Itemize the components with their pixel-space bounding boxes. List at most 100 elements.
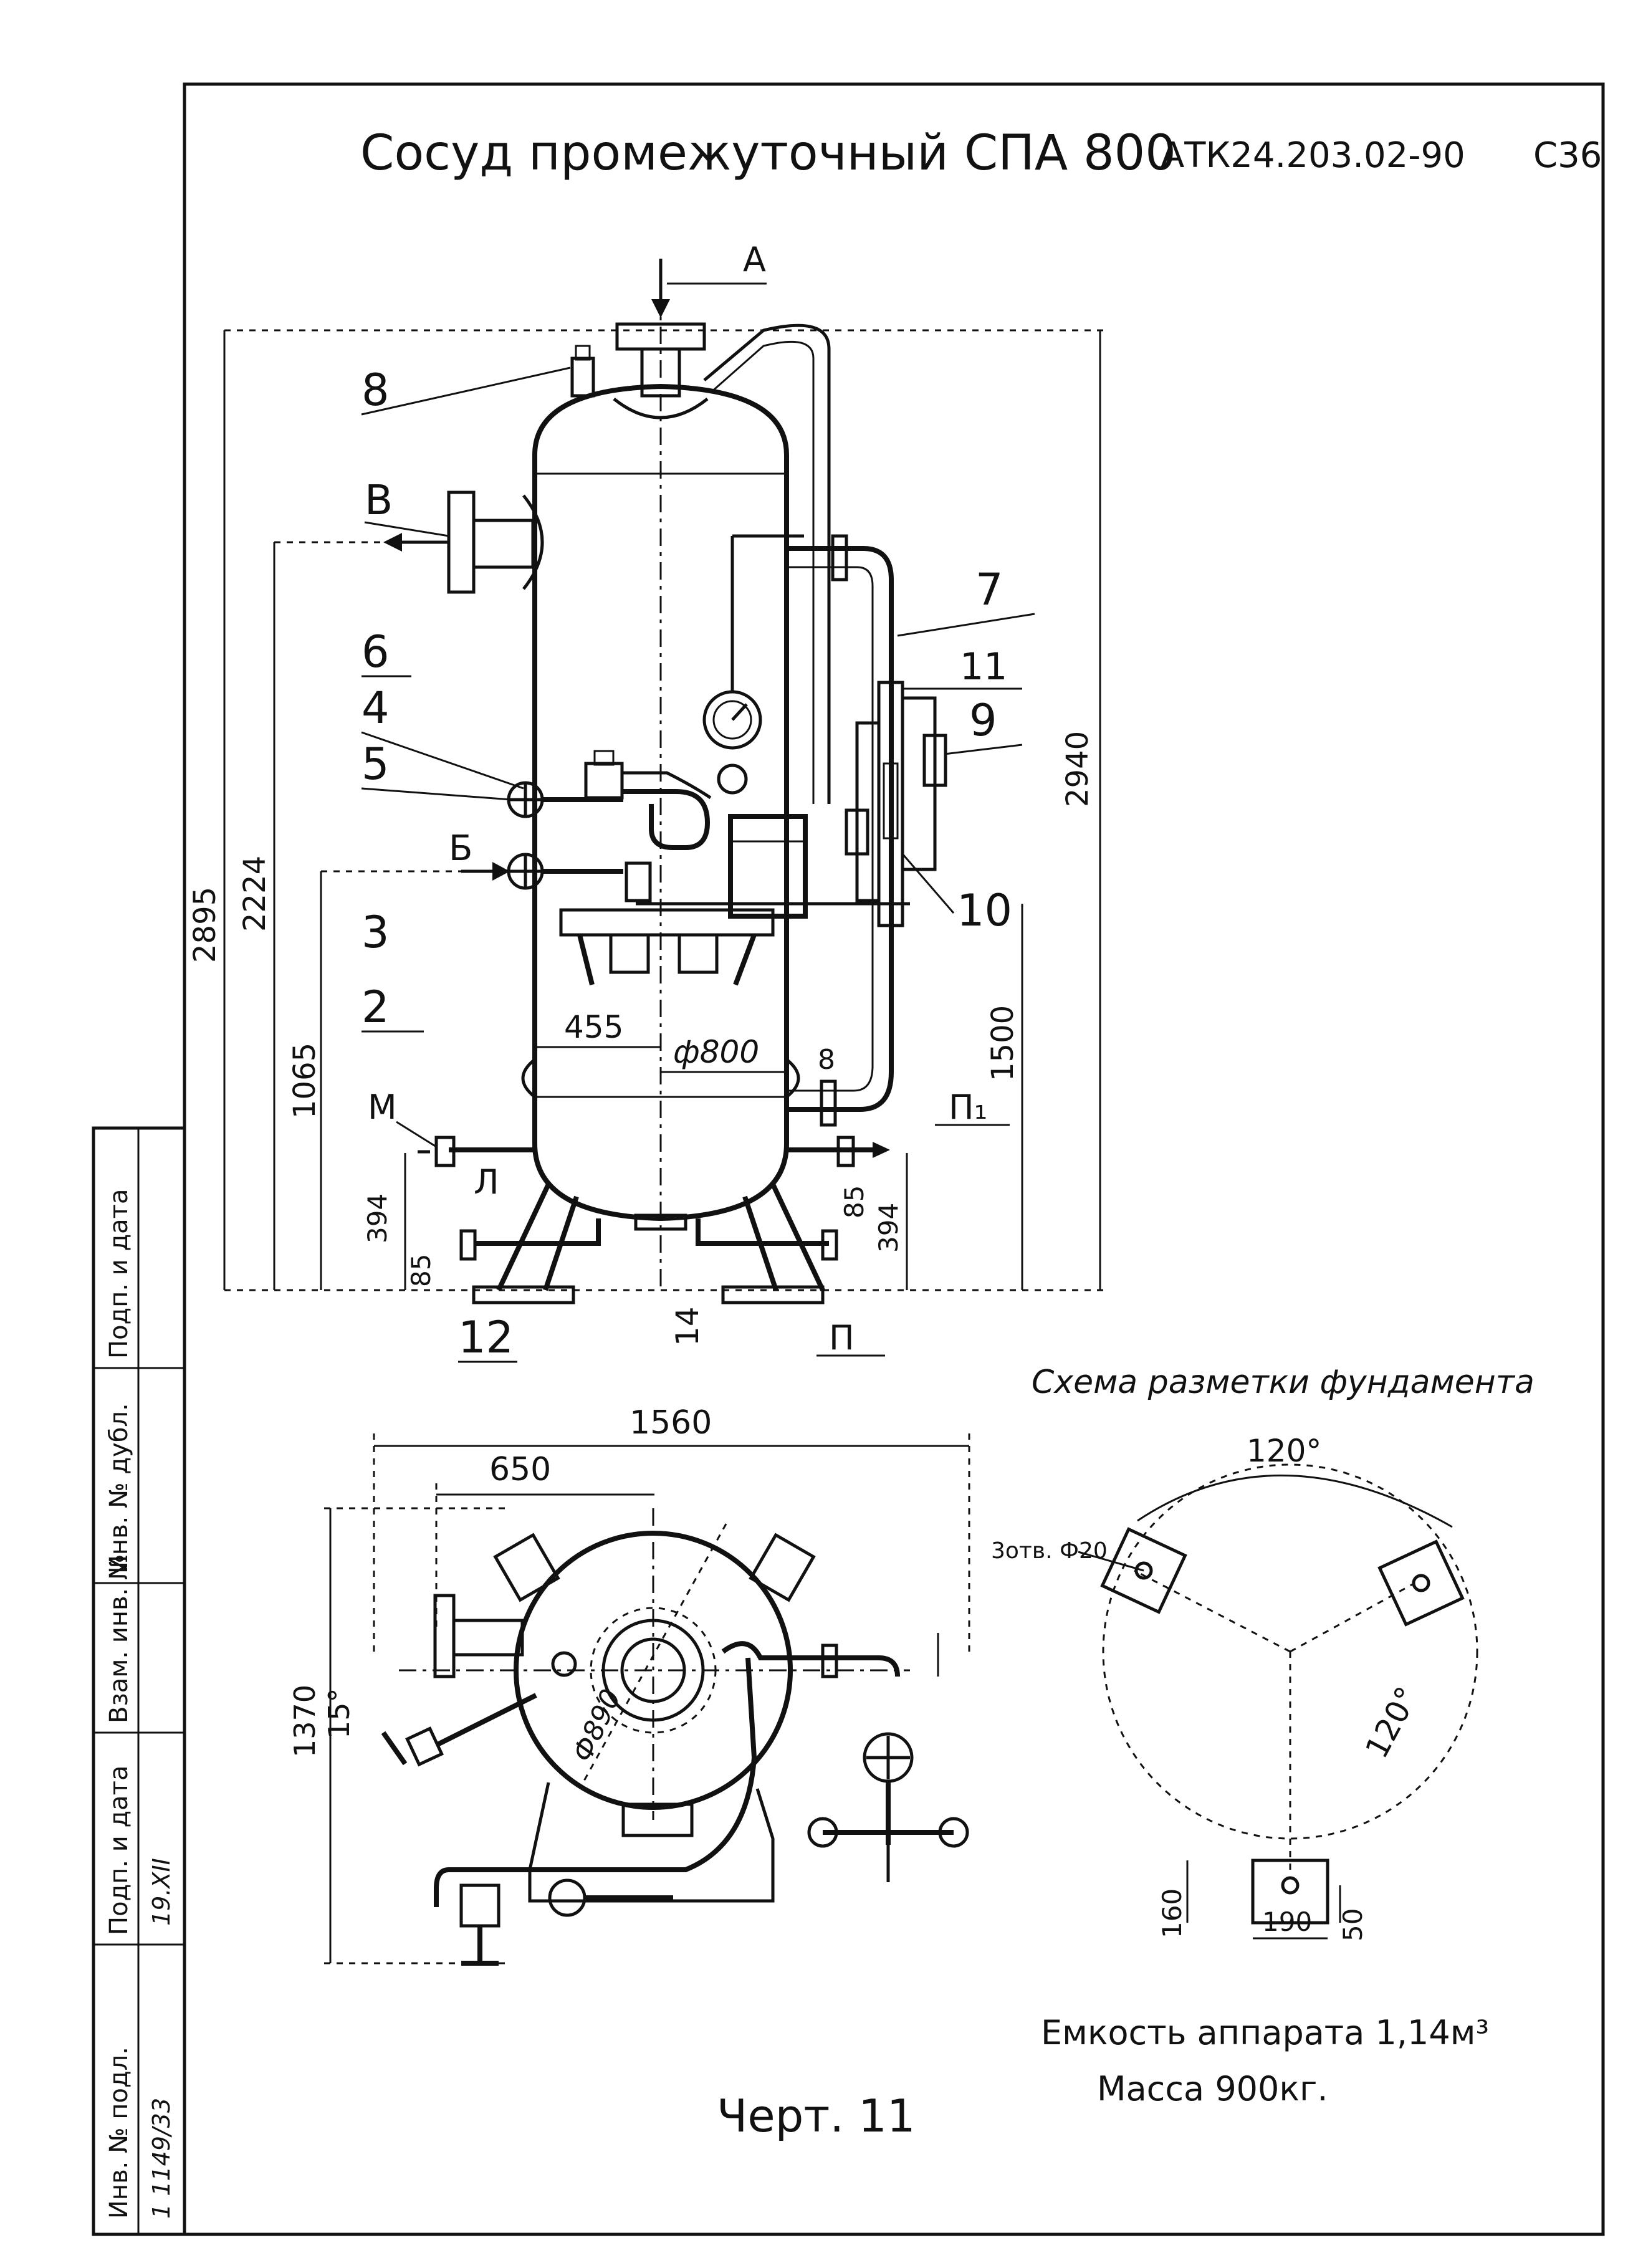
plan-bypass-pipe [434, 1657, 757, 1907]
callout-7: 7 [975, 564, 1003, 615]
drawing-title: Сосуд промежуточный СПА 800 [360, 125, 1176, 181]
callout-10-leader [901, 853, 955, 914]
plan-drain-pipe [435, 1693, 537, 1748]
callout-8-leader [361, 366, 571, 416]
front-view: А В Б [188, 240, 1109, 1363]
foundation-radius-2 [1290, 1582, 1415, 1653]
top-valve-body [570, 356, 595, 398]
sight-glass-right [922, 734, 947, 787]
document-code: АТК24.203.02-90 [1161, 135, 1465, 176]
dim-394-left: 394 [362, 1194, 393, 1243]
filter-body [625, 861, 652, 902]
label-v-leader [364, 521, 449, 537]
bottom-valves [559, 908, 775, 937]
callout-14: 14 [669, 1306, 706, 1346]
dim-650: 650 [489, 1451, 551, 1488]
label-a: А [743, 240, 766, 279]
bottom-pipe-right-flange [821, 1229, 838, 1261]
solenoid-valve-cap [593, 750, 615, 766]
nozzle-v-flange [447, 490, 476, 594]
plan-view: 1560 650 Ф890 [288, 1404, 970, 1966]
dim-dia800: ф800 [673, 1034, 759, 1070]
level-glass [883, 762, 899, 840]
top-valve-cap [575, 345, 591, 361]
note-capacity: Емкость аппарата 1,14м³ [1041, 2013, 1489, 2052]
callout-2: 2 [362, 982, 390, 1033]
drain-leg-1 [577, 934, 595, 985]
stamp-cell-inv-podl: Инв. № подл. [105, 2047, 133, 2219]
pressure-gauge-needle [731, 703, 748, 721]
return-pipe-flange-bottom [820, 1079, 837, 1127]
plan-sight-glass-right [938, 1817, 969, 1848]
bottom-pipe-right [696, 1218, 829, 1246]
callout-12: 12 [458, 1312, 514, 1363]
label-b: Б [449, 828, 472, 869]
callout-9: 9 [969, 695, 997, 746]
plan-lug-top-left [493, 1533, 560, 1602]
foundation-angle-top: 120° [1247, 1433, 1321, 1469]
plan-lug-top-right [749, 1533, 816, 1602]
callout-4-leader [361, 731, 524, 790]
sight-glass-left [845, 808, 869, 856]
foundation-dim-50: 50 [1338, 1908, 1368, 1941]
callout-5: 5 [362, 739, 390, 790]
pressure-gauge-dial [712, 700, 752, 740]
note-mass: Масса 900кг. [1097, 2069, 1328, 2108]
flow-arrow-p1-head [873, 1142, 890, 1158]
plan-return-flange [821, 1644, 838, 1678]
stamp-value-inv-no: 1 1149/33 [148, 2098, 175, 2219]
return-pipe-inner [787, 566, 874, 1092]
nozzle-v-pipe [472, 519, 535, 569]
label-m-leader [396, 1121, 437, 1148]
callout-3: 3 [362, 907, 390, 958]
foundation-pad-left [1100, 1527, 1187, 1614]
callout-11: 11 [960, 645, 1007, 689]
plan-sight-glass-left [807, 1817, 838, 1848]
plan-drain-valve [405, 1726, 444, 1767]
stamp-cell-inv-dubl: Инв. № дубл. [105, 1403, 133, 1574]
drain-u-2 [678, 935, 719, 974]
dim-dia890: Ф890 [567, 1685, 628, 1767]
label-p1: П₁ [949, 1088, 987, 1127]
return-pipe [787, 546, 894, 1112]
plan-valve-boss [551, 1651, 577, 1677]
dim-8: 8 [818, 1044, 835, 1076]
foundation-hole-bottom [1281, 1876, 1300, 1895]
u-pipe [623, 789, 711, 850]
foundation-arc-top [1137, 1475, 1453, 1528]
outlet-flange-p1 [836, 1136, 855, 1167]
nozzle-a-saddle [613, 398, 709, 419]
stamp-cell-podp-data-2: Подп. и дата [105, 1189, 133, 1359]
gauge-valve-icon [717, 763, 748, 795]
label-p: П [829, 1318, 855, 1357]
stamp-cell-podp-data-1: Подп. и дата [105, 1766, 133, 1935]
dim-15deg: 15° [322, 1688, 356, 1739]
plan-support-pad [621, 1802, 694, 1837]
level-controller-box [728, 814, 808, 919]
leg-foot-left [472, 1285, 575, 1304]
foundation-angle-right: 120° [1358, 1681, 1425, 1764]
dim-1370: 1370 [288, 1685, 322, 1758]
nozzle-a-pipe [640, 347, 681, 398]
plan-valve-wheel-icon [863, 1732, 914, 1783]
side-stamp: Инв. № подл. Подп. и дата Взам. инв. № И… [92, 1126, 186, 2236]
bottom-pipe-left-flange [459, 1229, 477, 1261]
dim-85-right: 85 [839, 1185, 869, 1218]
dim-1560: 1560 [630, 1404, 712, 1442]
dim-1500: 1500 [985, 1005, 1020, 1081]
return-pipe-flange-top [831, 534, 848, 581]
plan-drain-handle [381, 1731, 408, 1766]
plan-return-pipe [721, 1641, 900, 1677]
dim-85-left: 85 [406, 1254, 436, 1287]
solenoid-valve-body [584, 762, 624, 800]
callout-9-leader [944, 744, 1023, 755]
plan-bottom-valve-icon [548, 1878, 587, 1917]
heating-coil-right [785, 1058, 800, 1098]
foundation-bolt-circle [1102, 1463, 1478, 1840]
foundation-pad-bottom [1251, 1859, 1329, 1925]
foundation-radius-1 [1134, 1569, 1291, 1653]
plan-bottom-valve-body [459, 1883, 500, 1928]
label-v: В [365, 476, 393, 524]
plan-support-frame [528, 1782, 775, 1903]
foundation-pad-right [1377, 1539, 1465, 1627]
